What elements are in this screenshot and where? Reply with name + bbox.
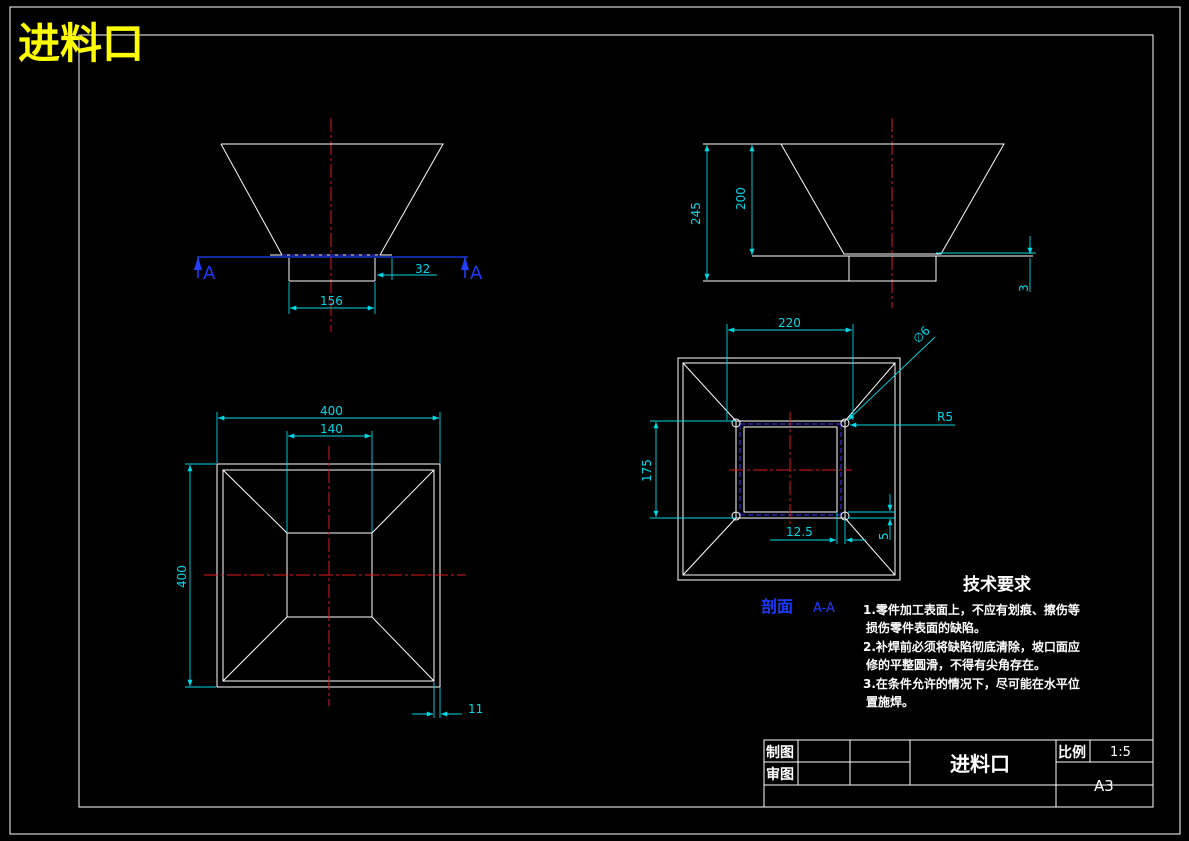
dim-section-flange: 12.5: [786, 525, 813, 539]
dim-section-width: 220: [778, 316, 801, 330]
section-label-code: A-A: [813, 601, 835, 616]
dim-top-inner-width: 140: [320, 422, 343, 436]
tech-line: 修的平整圆滑，不得有尖角存在。: [865, 657, 1046, 672]
tech-requirements: 技术要求 1.零件加工表面上，不应有划痕、擦伤等 损伤零件表面的缺陷。 2.补焊…: [863, 574, 1080, 709]
drawing-title: 进料口: [18, 19, 144, 68]
reviewed-by-label: 审图: [766, 766, 794, 783]
dim-front-bottom-width: 156: [320, 294, 343, 308]
drawing-frame: [78, 34, 1154, 808]
drawn-by-label: 制图: [766, 744, 794, 761]
scale-value: 1:5: [1110, 745, 1131, 760]
section-view-aa: 220 ∅6 R5 175 12.5 5 剖面 A-A: [640, 316, 955, 616]
top-view: 400 140 400 11: [175, 404, 483, 718]
front-view: A A 156 32: [194, 118, 483, 332]
dim-front-side-gap: 32: [415, 262, 430, 276]
tech-requirements-heading: 技术要求: [963, 574, 1031, 595]
part-name: 进料口: [950, 752, 1010, 776]
dim-top-outer-height: 400: [175, 565, 189, 588]
section-label-cn: 剖面: [761, 597, 793, 616]
title-block: 制图 审图 进料口 比例 1:5 A3: [763, 739, 1154, 808]
section-mark-left: A: [203, 263, 216, 284]
dim-top-outer-width: 400: [320, 404, 343, 418]
dim-section-radius: R5: [937, 410, 953, 424]
dim-side-total-height: 245: [689, 202, 703, 225]
dim-section-thickness: 5: [877, 532, 891, 540]
dim-side-hopper-height: 200: [734, 187, 748, 210]
tech-line: 3.在条件允许的情况下，尽可能在水平位: [863, 676, 1080, 691]
tech-line: 2.补焊前必须将缺陷彻底清除，坡口面应: [863, 639, 1080, 654]
tech-line: 置施焊。: [866, 694, 914, 709]
sheet-size: A3: [1094, 777, 1114, 795]
side-view: 245 200 3: [689, 118, 1036, 308]
tech-line: 损伤零件表面的缺陷。: [866, 620, 986, 635]
section-mark-right: A: [470, 263, 483, 284]
dim-side-plate-thickness: 3: [1017, 284, 1031, 292]
scale-label: 比例: [1058, 744, 1086, 761]
dim-section-height: 175: [640, 459, 654, 482]
sheet-outer-border: [9, 6, 1181, 835]
tech-line: 1.零件加工表面上，不应有划痕、擦伤等: [863, 602, 1080, 617]
dim-top-wall-thickness: 11: [468, 702, 483, 716]
